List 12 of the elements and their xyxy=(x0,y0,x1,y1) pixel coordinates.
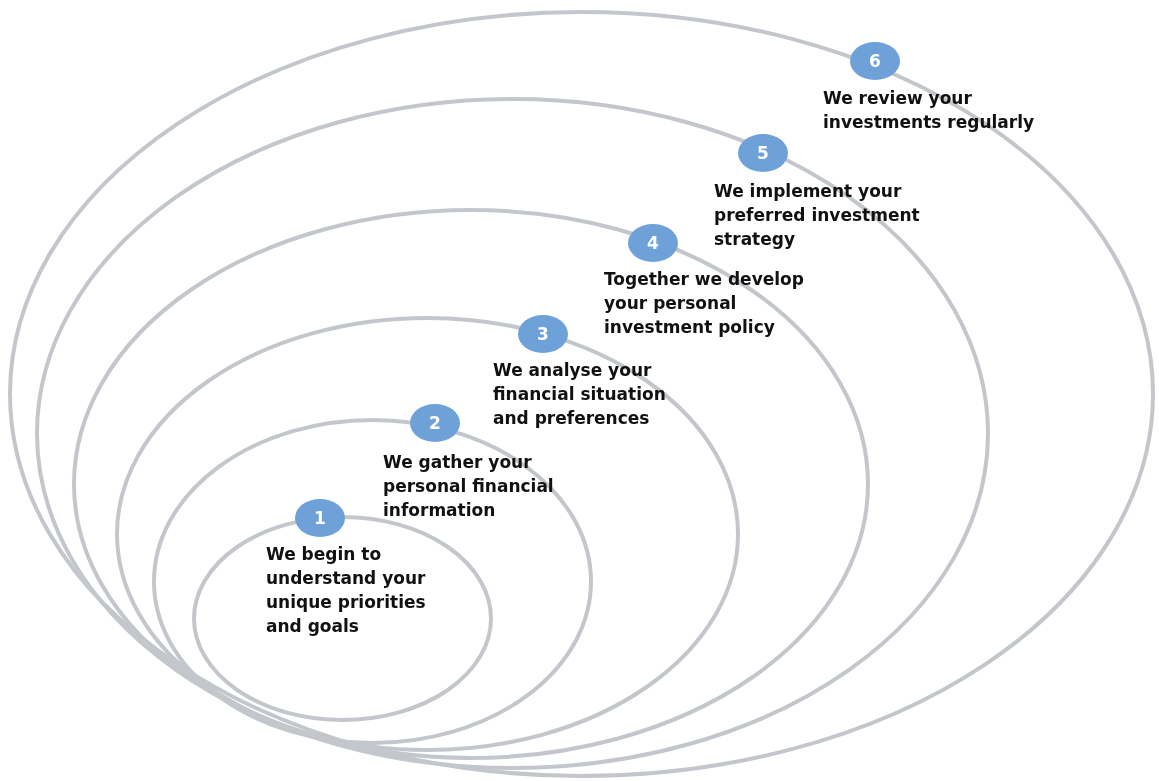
step-description: Together we develop your personal investment policy xyxy=(604,268,805,339)
step-description: We analyse your financial situation and preferences xyxy=(493,359,667,430)
step-description: We implement your preferred investment strategy xyxy=(714,180,921,251)
step-description: We begin to understand your unique priorities and goals xyxy=(266,543,427,638)
step-description: We gather your personal financial information xyxy=(383,451,555,522)
step-number-badge: 2 xyxy=(410,404,460,442)
step-number-badge: 3 xyxy=(518,315,568,353)
step-number-badge: 1 xyxy=(295,499,345,537)
step-description: We review your investments regularly xyxy=(823,87,1036,134)
step-number-badge: 6 xyxy=(850,42,900,80)
step-number-badge: 4 xyxy=(628,224,678,262)
step-number-badge: 5 xyxy=(738,134,788,172)
